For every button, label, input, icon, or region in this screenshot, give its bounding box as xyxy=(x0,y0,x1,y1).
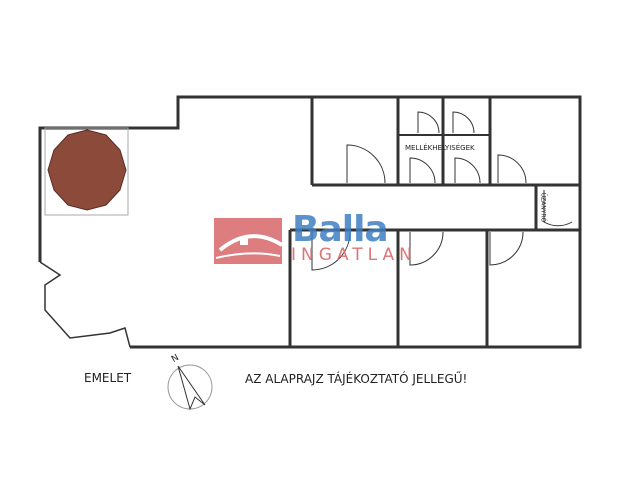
bay-window xyxy=(39,261,131,348)
logo-text: Balla xyxy=(292,209,389,250)
walls xyxy=(38,95,582,349)
floor-label: EMELET xyxy=(84,371,132,385)
doors xyxy=(311,111,573,271)
room-label-small: ÜZANYRÓ xyxy=(539,192,547,223)
room-label-wc: MELLÉKHELYISÉGEK xyxy=(405,144,475,152)
disclaimer-text: AZ ALAPRAJZ TÁJÉKOZTATÓ JELLEGŰ! xyxy=(245,372,468,386)
logo-subtext: INGATLAN xyxy=(291,245,417,265)
compass-icon xyxy=(167,364,213,411)
logo-house-icon xyxy=(214,218,284,264)
round-table xyxy=(47,129,127,211)
table-frame xyxy=(44,127,129,216)
outer-wall xyxy=(38,95,582,349)
